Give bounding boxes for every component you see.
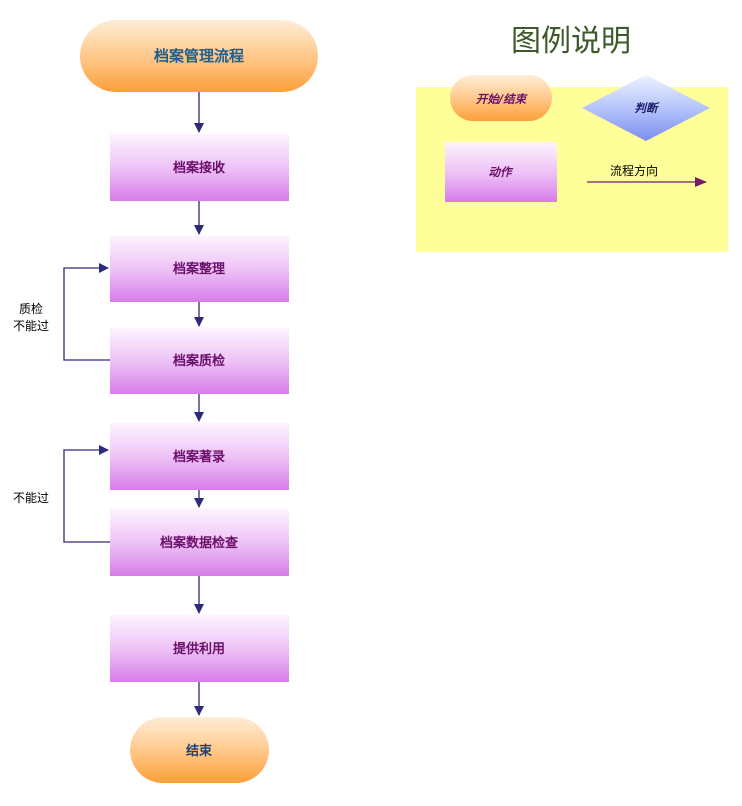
step-label: 档案整理 bbox=[173, 261, 225, 277]
step-box bbox=[110, 134, 289, 201]
end-label: 结束 bbox=[186, 743, 213, 759]
step-box bbox=[110, 423, 289, 490]
step-box bbox=[110, 328, 289, 394]
legend-start-end-shape bbox=[450, 75, 552, 121]
loop-label-qc-line1: 质检 bbox=[19, 301, 43, 316]
loop-arrow-data-check bbox=[63, 445, 110, 543]
flow-title: 档案管理流程 bbox=[154, 47, 244, 65]
step-label: 档案接收 bbox=[173, 160, 226, 176]
legend-direction-label: 流程方向 bbox=[610, 163, 658, 178]
start-terminator bbox=[80, 20, 318, 92]
loop-label-data-check: 不能过 bbox=[13, 491, 49, 505]
step-label: 档案数据检查 bbox=[160, 535, 239, 551]
step-label: 提供利用 bbox=[173, 641, 225, 657]
legend-decision-label: 判断 bbox=[635, 101, 660, 115]
legend-action-shape bbox=[445, 142, 557, 202]
loop-label-qc-line2: 不能过 bbox=[13, 319, 49, 333]
end-terminator bbox=[130, 717, 269, 783]
legend-action-label: 动作 bbox=[489, 165, 514, 179]
step-box bbox=[110, 509, 289, 576]
legend-start-end-label: 开始/结束 bbox=[476, 92, 529, 106]
step-label: 档案著录 bbox=[173, 449, 225, 465]
step-box bbox=[110, 615, 289, 682]
step-box bbox=[110, 236, 289, 302]
step-label: 档案质检 bbox=[173, 353, 225, 369]
legend-title: 图例说明 bbox=[511, 24, 631, 59]
loop-arrow-qc bbox=[63, 263, 110, 361]
legend-decision-shape bbox=[582, 75, 710, 141]
